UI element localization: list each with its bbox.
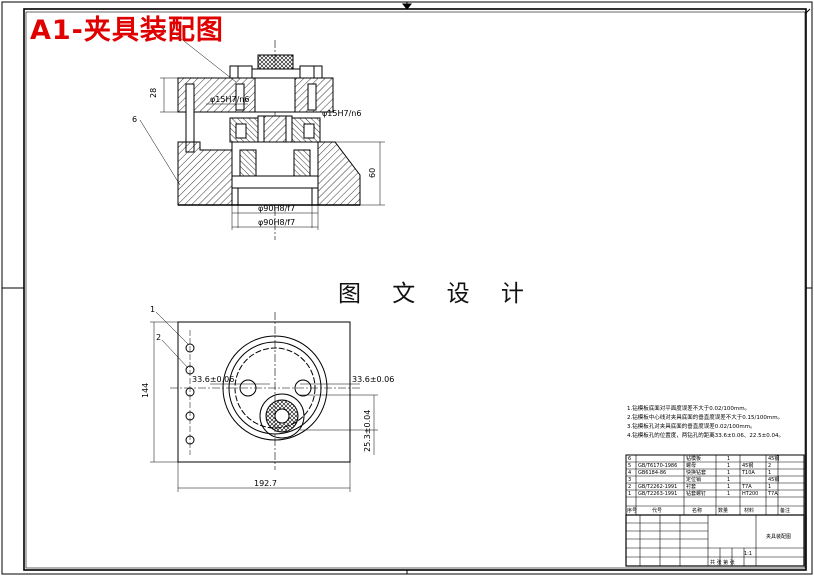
title-block-name: 夹具装配图 bbox=[766, 533, 791, 540]
title-block-scale: 1:1 bbox=[744, 551, 752, 557]
title-block bbox=[625, 514, 805, 567]
bom-cell-qty: 1 bbox=[727, 456, 730, 462]
bom-cell-qty: 1 bbox=[727, 477, 730, 483]
bom-cell-no: 4 bbox=[628, 470, 631, 476]
dim-fit-small: φ15H7/n6 bbox=[210, 95, 249, 104]
bom-header-no: 序号 bbox=[627, 507, 637, 514]
bom-cell-no: 6 bbox=[628, 456, 631, 462]
bom-cell-code: GB/T6170-1986 bbox=[638, 463, 677, 469]
bom-cell-name: 快换钻套 bbox=[686, 469, 706, 476]
dim-fit-bore2: φ90H8/f7 bbox=[258, 218, 295, 227]
bom-cell-note: 45钢 bbox=[768, 476, 779, 483]
bom-cell-name: 钻模板 bbox=[686, 455, 701, 462]
bom-cell-code: GB/T2262-1991 bbox=[638, 484, 677, 490]
plan-view bbox=[150, 311, 378, 492]
callout-1: 1 bbox=[150, 305, 155, 314]
callout-2: 2 bbox=[156, 333, 161, 342]
callout-3: 3 bbox=[160, 25, 165, 34]
note-4: 4.钻模板孔的位置度，两钻孔的距离33.6±0.06、22.5±0.04。 bbox=[627, 431, 784, 439]
dim-plan-width: 192.7 bbox=[254, 479, 277, 488]
inner-border bbox=[25, 11, 806, 569]
bom-cell-mat: T7A bbox=[741, 484, 752, 490]
bom-cell-qty: 1 bbox=[727, 470, 730, 476]
note-1: 1.钻模板底面对平面度误差不大于0.02/100mm。 bbox=[627, 404, 750, 412]
bom-cell-no: 1 bbox=[628, 491, 631, 497]
drawing-title: A1-夹具装配图 bbox=[30, 15, 224, 46]
bom-header: 序号 代号 名称 数量 材料 备注 bbox=[627, 507, 790, 514]
bom-cell-note: 45钢 bbox=[768, 455, 779, 462]
bom-cell-note: 1 bbox=[768, 470, 771, 476]
title-block-sheet: 共 张 第 张 bbox=[710, 559, 735, 566]
bom-cell-no: 3 bbox=[628, 477, 631, 483]
bom-cell-mat: 45钢 bbox=[742, 462, 753, 469]
dim-fit-right: φ15H7/n6 bbox=[322, 109, 361, 118]
note-2: 2.钻模板中心线对夹具底面的垂直度误差不大于0.15/100mm。 bbox=[627, 413, 783, 421]
dim-plan-height: 144 bbox=[141, 383, 150, 398]
bom-cell-note: T7A bbox=[767, 491, 778, 497]
front-section-view bbox=[139, 29, 385, 240]
bom-cell-name: 衬套 bbox=[686, 483, 696, 490]
bom-header-code: 代号 bbox=[652, 507, 662, 514]
watermark: 图 文 设 计 bbox=[338, 281, 536, 307]
bom-header-note: 备注 bbox=[780, 507, 790, 514]
bom-cell-name: 定位销 bbox=[686, 476, 701, 483]
dim-right-height: 60 bbox=[368, 168, 377, 178]
bom-table bbox=[625, 454, 805, 516]
bom-cell-qty: 1 bbox=[727, 463, 730, 469]
bom-cell-code: GB6184-86 bbox=[638, 470, 666, 476]
bom-cell-code: GB/T2263-1991 bbox=[638, 491, 677, 497]
bom-cell-no: 5 bbox=[628, 463, 631, 469]
callout-6: 6 bbox=[132, 115, 137, 124]
note-3: 3.钻模板孔对夹具底面的垂直度误差0.02/100mm。 bbox=[627, 422, 756, 430]
bom-cell-mat: T10A bbox=[741, 470, 755, 476]
bom-header-mat: 材料 bbox=[744, 507, 754, 514]
dim-fit-bore1: φ90H8/f7 bbox=[258, 204, 295, 213]
bom-cell-note: 2 bbox=[768, 463, 771, 469]
bom-cell-name: 螺母 bbox=[686, 462, 696, 469]
bom-header-qty: 数量 bbox=[718, 507, 728, 514]
dim-top-height: 28 bbox=[149, 88, 158, 98]
bom-cell-name: 钻套螺钉 bbox=[686, 490, 706, 497]
dim-offset-right: 33.6±0.06 bbox=[352, 375, 394, 384]
bom-cell-mat: HT200 bbox=[742, 491, 758, 497]
technical-notes: 1.钻模板底面对平面度误差不大于0.02/100mm。 2.钻模板中心线对夹具底… bbox=[627, 404, 784, 439]
bom-cell-note: 1 bbox=[768, 484, 771, 490]
bom-header-name: 名称 bbox=[692, 507, 702, 514]
bom-cell-no: 2 bbox=[628, 484, 631, 490]
bom-cell-qty: 1 bbox=[727, 491, 730, 497]
bom-cell-qty: 1 bbox=[727, 484, 730, 490]
dim-offset-left: 33.6±0.06 bbox=[192, 375, 234, 384]
dim-offset-vertical: 25.3±0.04 bbox=[363, 410, 372, 452]
